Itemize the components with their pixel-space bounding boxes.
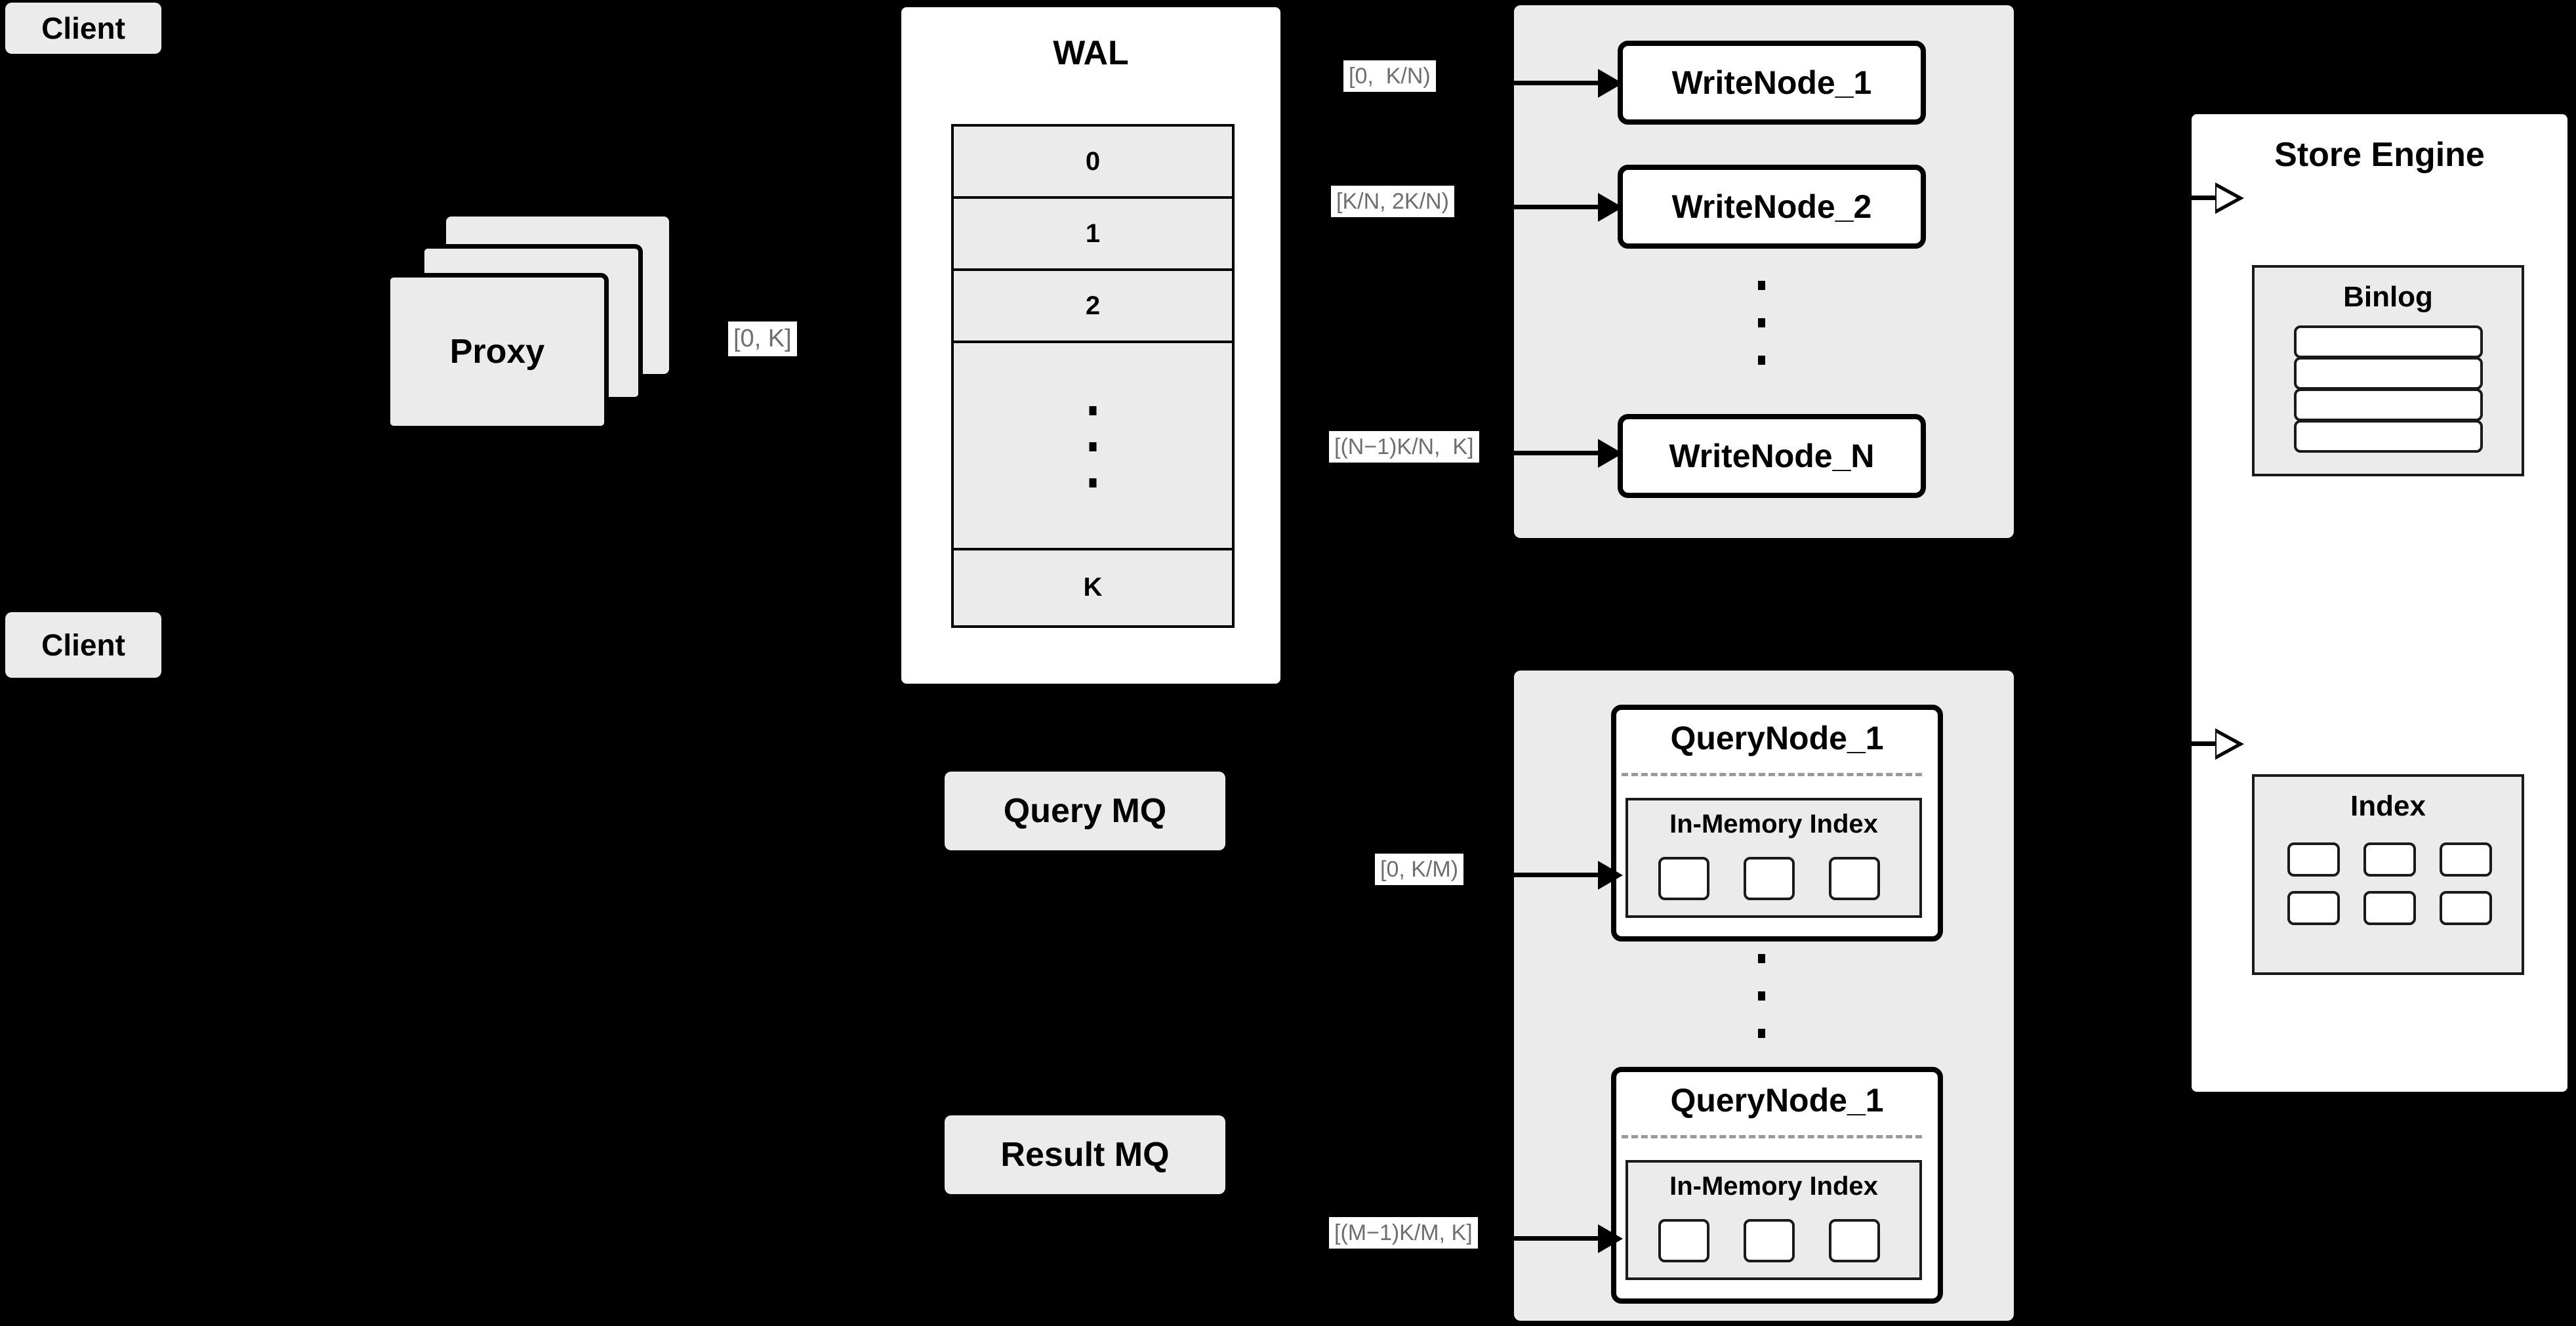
binlog-segment-4 (2294, 420, 2483, 453)
proxy-node[interactable]: Proxy (386, 273, 609, 430)
query-node-2-inmemory-index: In-Memory Index (1625, 1160, 1922, 1280)
arrow-line-binlog-inflow (2188, 196, 2222, 200)
query-mq-node[interactable]: Query MQ (945, 772, 1225, 850)
write-node-n[interactable]: WriteNode_N (1618, 414, 1926, 498)
wal-row-ellipsis (954, 343, 1232, 550)
edge-label-querynode-1: [0, K/M) (1375, 854, 1464, 886)
query-cluster-ellipsis-icon (1758, 954, 1765, 1038)
client-node-2[interactable]: Client (5, 612, 161, 678)
write-cluster-panel: WriteNode_1 WriteNode_2 WriteNode_N (1514, 5, 2014, 538)
arrow-head-index-inflow (2215, 728, 2244, 760)
query-cluster-panel: QueryNode_1 In-Memory Index QueryNode_1 … (1514, 671, 2014, 1321)
arrow-head-writenode-1 (1598, 69, 1623, 98)
query-node-1-label: QueryNode_1 (1670, 720, 1884, 756)
store-engine-title: Store Engine (2274, 136, 2485, 174)
edge-label-writenode-2: [K/N, 2K/N) (1331, 186, 1454, 218)
store-index-title: Index (2350, 790, 2426, 822)
store-index-panel: Index (2252, 774, 2524, 975)
write-cluster-ellipsis-icon (1758, 281, 1765, 365)
query-node-1-inmemory-index: In-Memory Index (1625, 798, 1922, 918)
edge-label-proxy-to-wal: [0, K] (728, 321, 797, 356)
query-node-2-index-slot-3 (1829, 1219, 1880, 1262)
query-node-1[interactable]: QueryNode_1 In-Memory Index (1611, 705, 1943, 942)
edge-label-querynode-2: [(M−1)K/M, K] (1329, 1217, 1478, 1249)
store-index-slot-6 (2440, 891, 2492, 925)
proxy-node-label: Proxy (449, 333, 545, 371)
arrow-head-writenode-2 (1598, 193, 1623, 222)
query-node-1-index-slot-2 (1744, 857, 1795, 900)
client-node-2-label: Client (41, 628, 125, 662)
arrow-line-index-inflow (2188, 741, 2222, 746)
result-mq-label: Result MQ (1000, 1136, 1170, 1174)
client-node-1-label: Client (41, 11, 125, 45)
write-node-1[interactable]: WriteNode_1 (1618, 41, 1926, 125)
binlog-panel: Binlog (2252, 265, 2524, 476)
query-node-2-index-slot-2 (1744, 1219, 1795, 1262)
arrow-line-querynode-2 (1514, 1236, 1606, 1241)
store-index-slot-1 (2287, 842, 2340, 877)
write-node-n-label: WriteNode_N (1669, 438, 1875, 474)
store-index-slot-4 (2287, 891, 2340, 925)
wal-row-1: 1 (954, 199, 1232, 271)
arrow-line-writenode-2 (1514, 205, 1606, 209)
store-index-slot-2 (2363, 842, 2416, 877)
wal-container: WAL 0 1 2 K (897, 3, 1284, 688)
query-node-1-index-slot-1 (1658, 857, 1709, 900)
arrow-head-writenode-n (1598, 439, 1623, 468)
arrow-line-writenode-1 (1514, 81, 1606, 85)
query-mq-label: Query MQ (1003, 792, 1167, 830)
arrow-line-writenode-n (1514, 451, 1606, 455)
arrow-head-querynode-2 (1598, 1224, 1623, 1253)
wal-ellipsis-icon (1089, 406, 1097, 487)
wal-row-k: K (1083, 572, 1103, 602)
arrow-head-querynode-1 (1598, 861, 1623, 890)
wal-title: WAL (1053, 34, 1129, 72)
query-node-2-inmemory-index-title: In-Memory Index (1669, 1172, 1878, 1201)
arrow-line-querynode-1 (1514, 873, 1606, 877)
edge-label-writenode-1: [0, K/N) (1343, 60, 1436, 93)
query-node-1-index-slot-3 (1829, 857, 1880, 900)
binlog-segment-2 (2294, 357, 2483, 390)
store-engine-container: Store Engine Binlog Index (2188, 110, 2571, 1096)
result-mq-node[interactable]: Result MQ (945, 1115, 1225, 1194)
query-node-2[interactable]: QueryNode_1 In-Memory Index (1611, 1067, 1943, 1304)
binlog-segment-1 (2294, 325, 2483, 358)
edge-label-writenode-n: [(N−1)K/N, K] (1329, 431, 1479, 463)
arrow-head-binlog-inflow (2215, 182, 2244, 214)
query-node-2-index-slot-1 (1658, 1219, 1709, 1262)
client-node-1[interactable]: Client (5, 3, 161, 54)
query-node-1-inmemory-index-title: In-Memory Index (1669, 810, 1878, 839)
wal-entry-table: 0 1 2 K (951, 124, 1235, 628)
query-node-2-label: QueryNode_1 (1670, 1082, 1884, 1119)
write-node-1-label: WriteNode_1 (1671, 64, 1872, 101)
query-node-1-separator (1622, 773, 1922, 776)
wal-row-0: 0 (954, 127, 1232, 199)
binlog-title: Binlog (2343, 281, 2433, 313)
store-index-slot-5 (2363, 891, 2416, 925)
write-node-2-label: WriteNode_2 (1671, 188, 1872, 225)
store-index-slot-3 (2440, 842, 2492, 877)
binlog-segment-3 (2294, 388, 2483, 421)
query-node-2-separator (1622, 1135, 1922, 1138)
wal-row-2: 2 (954, 271, 1232, 343)
write-node-2[interactable]: WriteNode_2 (1618, 165, 1926, 249)
